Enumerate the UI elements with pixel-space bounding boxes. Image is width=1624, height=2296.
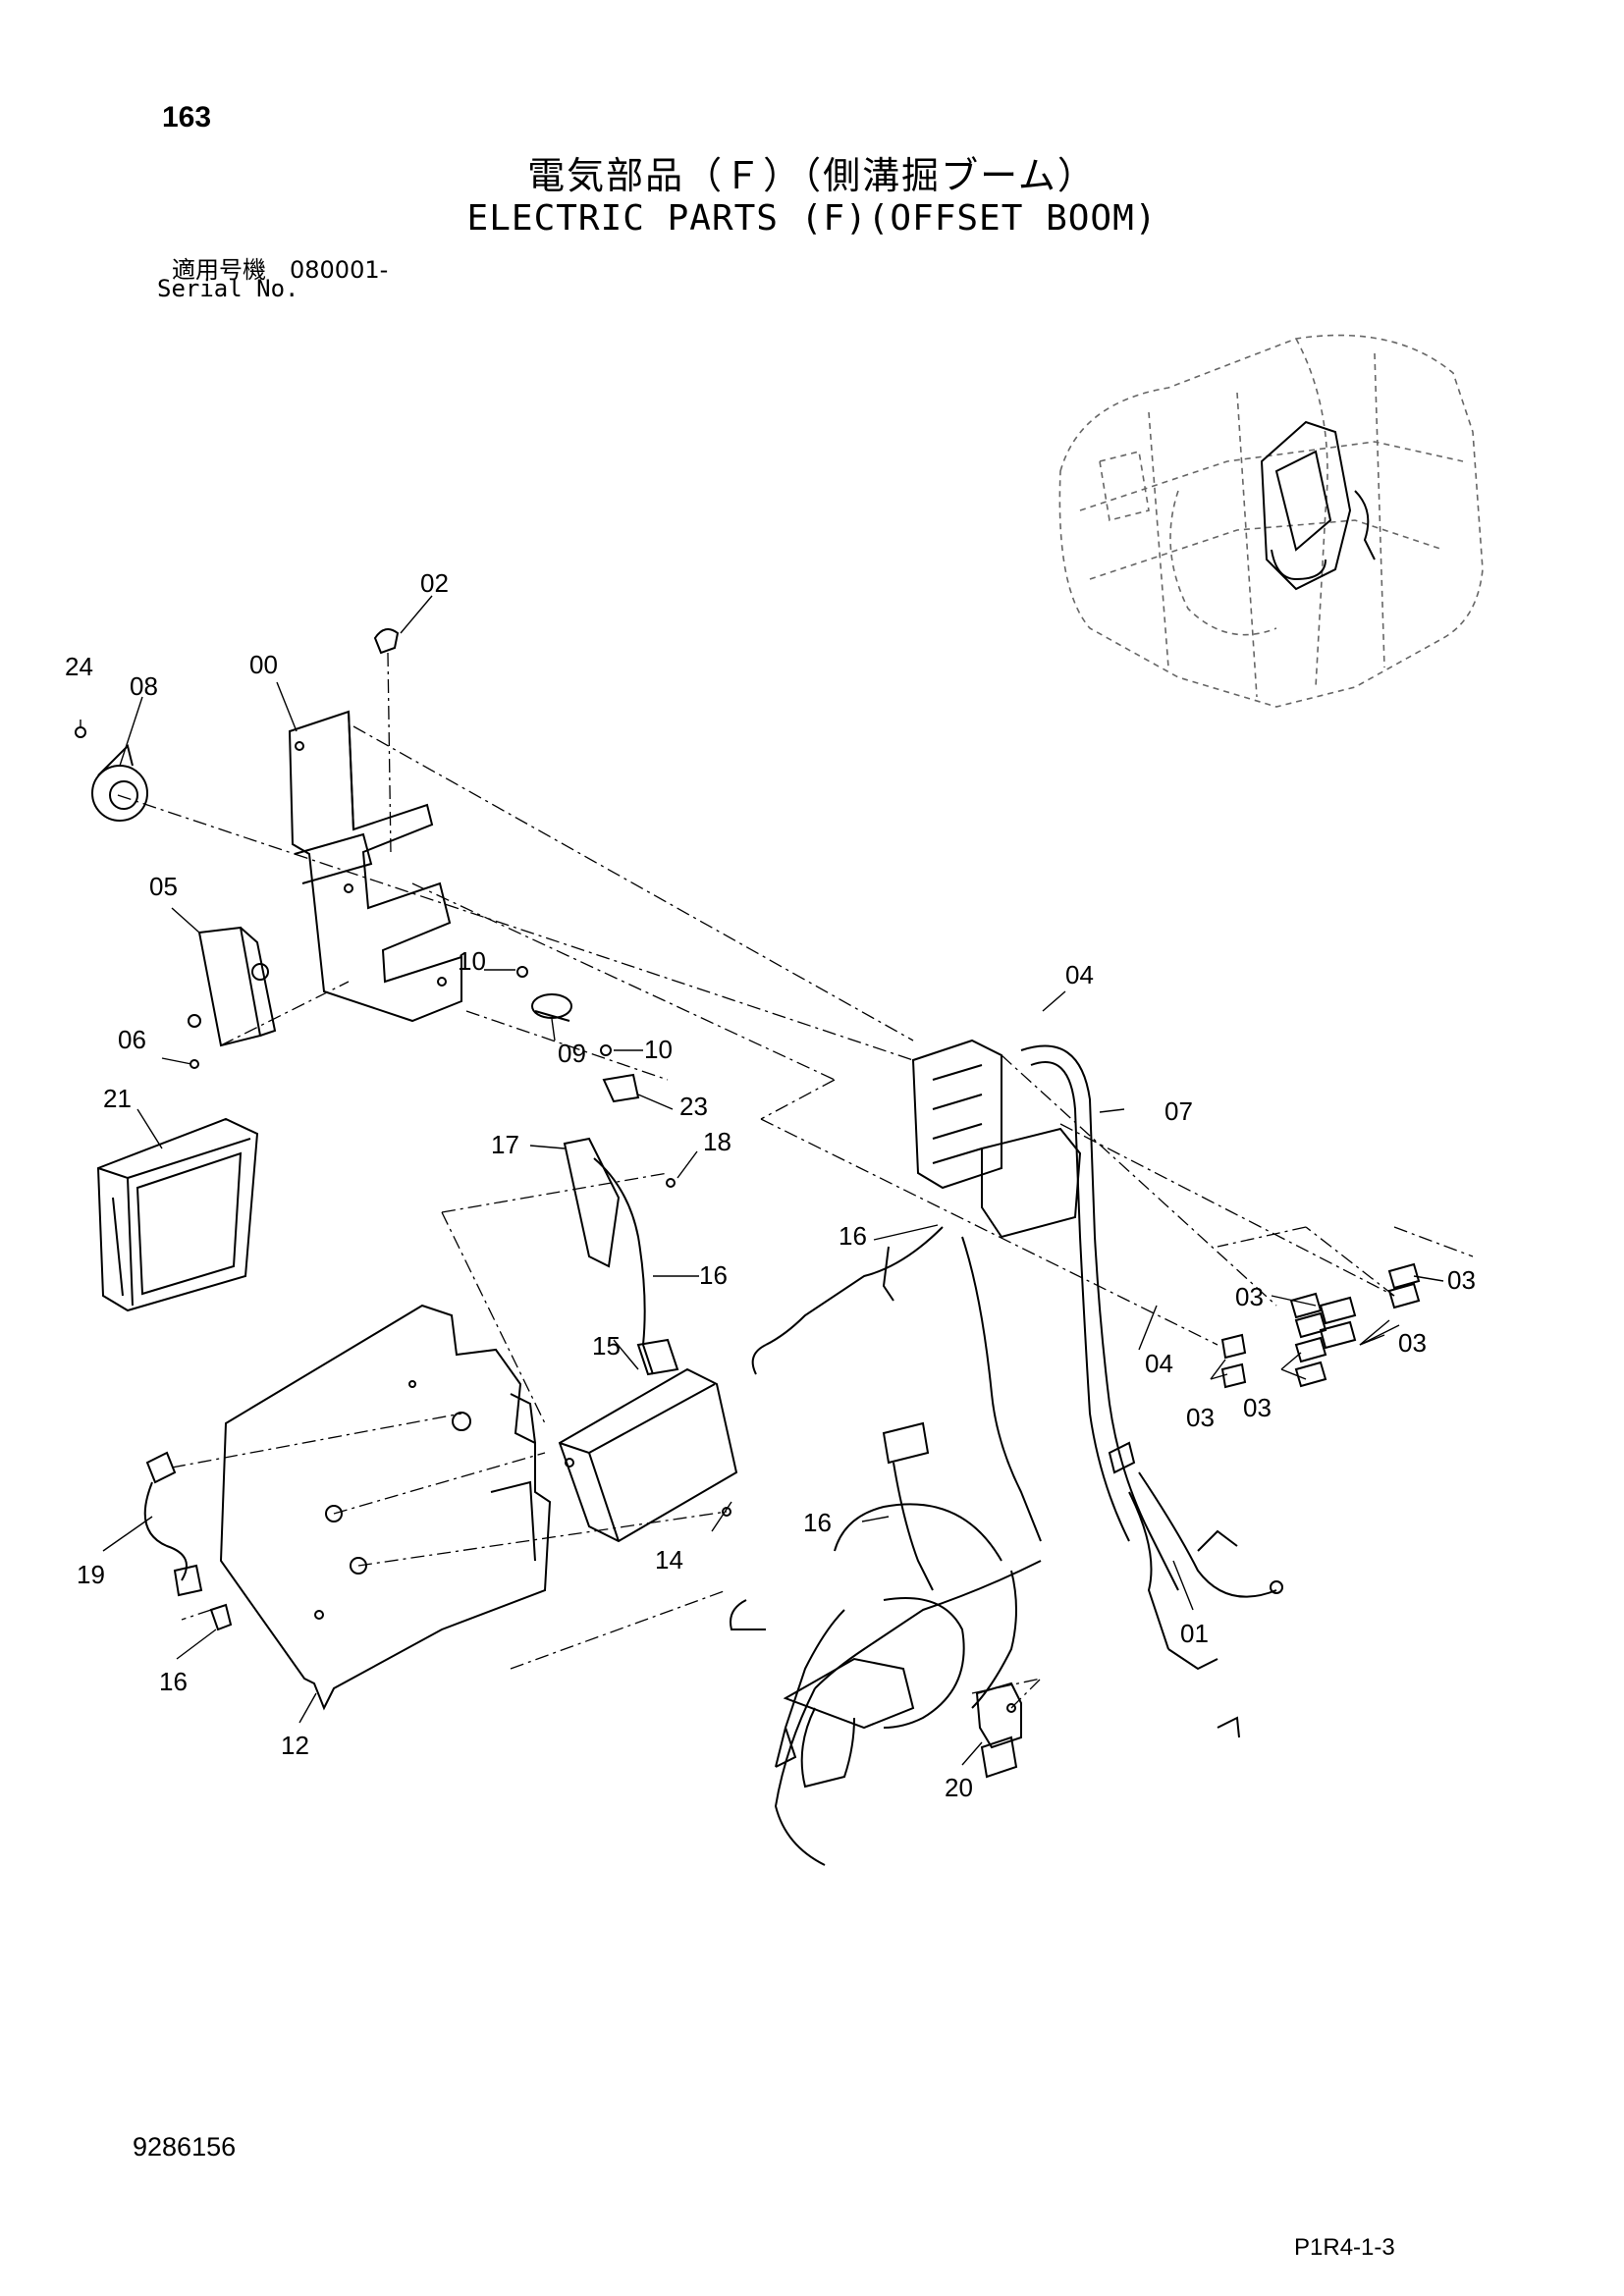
callout-03a: 03 [1235,1282,1264,1311]
controller-05 [188,926,277,1069]
bracket-assembly [288,628,462,1023]
callout-06: 06 [118,1025,146,1054]
small-hardware [516,966,640,1103]
callout-03d: 03 [1186,1403,1215,1432]
callout-03e: 03 [1243,1393,1272,1422]
callout-24: 24 [65,652,93,681]
callout-00: 00 [249,650,278,679]
relay-block [1220,1262,1421,1389]
callout-20: 20 [945,1773,973,1802]
callout-08: 08 [130,671,158,701]
machine-overview-inset [1058,334,1484,708]
callout-16d: 16 [803,1508,832,1537]
mounting-plate-12 [219,1304,552,1711]
document-number: 9286156 [133,2132,237,2162]
serial-label-en: Serial No. [157,275,299,302]
bracket-20 [975,1682,1022,1749]
callout-03b: 03 [1447,1265,1476,1295]
main-harness [730,1039,1283,1866]
callout-16a: 16 [839,1221,867,1251]
page-code: P1R4-1-3 [1294,2234,1395,2261]
page-title-en: ELECTRIC PARTS (F)(OFFSET BOOM) [466,198,1158,239]
callout-12: 12 [281,1731,309,1760]
callout-10b: 10 [644,1035,673,1064]
callout-01: 01 [1180,1619,1209,1648]
callout-14: 14 [655,1545,683,1575]
leader-lines [80,595,1444,1766]
page-title-jp: 電気部品（Ｆ）（側溝掘ブーム） [527,154,1097,197]
callout-04b: 04 [1145,1349,1173,1378]
harness-module-17 [563,1137,679,1376]
callout-17: 17 [491,1130,519,1159]
callout-21: 21 [103,1084,132,1113]
callout-09: 09 [558,1039,586,1068]
cable-19 [143,1451,233,1631]
controller-21 [96,1117,259,1312]
serial-label-jp: 適用号機 080001- [172,256,389,284]
callout-04a: 04 [1065,960,1094,989]
callout-labels: 02 24 08 00 05 10 06 09 10 23 04 07 21 1… [65,568,1476,1802]
callout-16b: 16 [699,1260,728,1290]
callout-19: 19 [77,1560,105,1589]
callout-23: 23 [679,1092,708,1121]
callout-18: 18 [703,1127,731,1156]
callout-05: 05 [149,872,178,901]
page-number: 163 [162,101,212,133]
callout-16c: 16 [159,1667,188,1696]
callout-07: 07 [1164,1096,1193,1126]
callout-15: 15 [592,1331,621,1361]
callout-02: 02 [420,568,449,598]
controller-15 [558,1367,738,1543]
horn [75,726,148,822]
callout-03c: 03 [1398,1328,1427,1358]
assembly-lines [117,725,1474,1709]
callout-10a: 10 [458,946,486,976]
